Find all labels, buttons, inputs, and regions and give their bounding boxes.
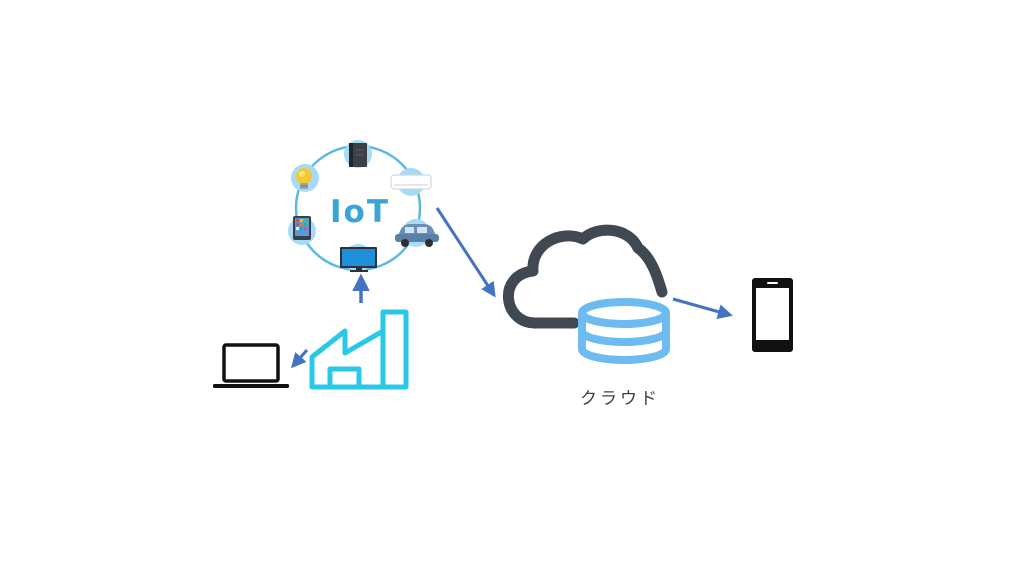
iot-label: IoT <box>330 194 390 230</box>
iot-device-cluster: IoT <box>288 140 439 272</box>
cloud-icon <box>502 224 668 329</box>
air-conditioner-icon <box>390 174 432 190</box>
arrow-iot-to-cloud <box>435 207 496 298</box>
monitor-icon <box>340 247 377 272</box>
laptop-icon <box>213 343 289 388</box>
car-icon <box>395 224 439 247</box>
factory-icon <box>309 309 409 390</box>
smartphone-icon <box>752 278 793 352</box>
arrow-factory-to-laptop <box>291 349 309 369</box>
tablet-icon <box>293 216 311 240</box>
server-icon <box>349 143 367 167</box>
light-bulb-icon <box>296 168 312 189</box>
arrow-cloud-to-smartphone <box>672 297 733 319</box>
database-icon <box>578 298 670 364</box>
cloud-label: クラウド <box>580 389 660 409</box>
